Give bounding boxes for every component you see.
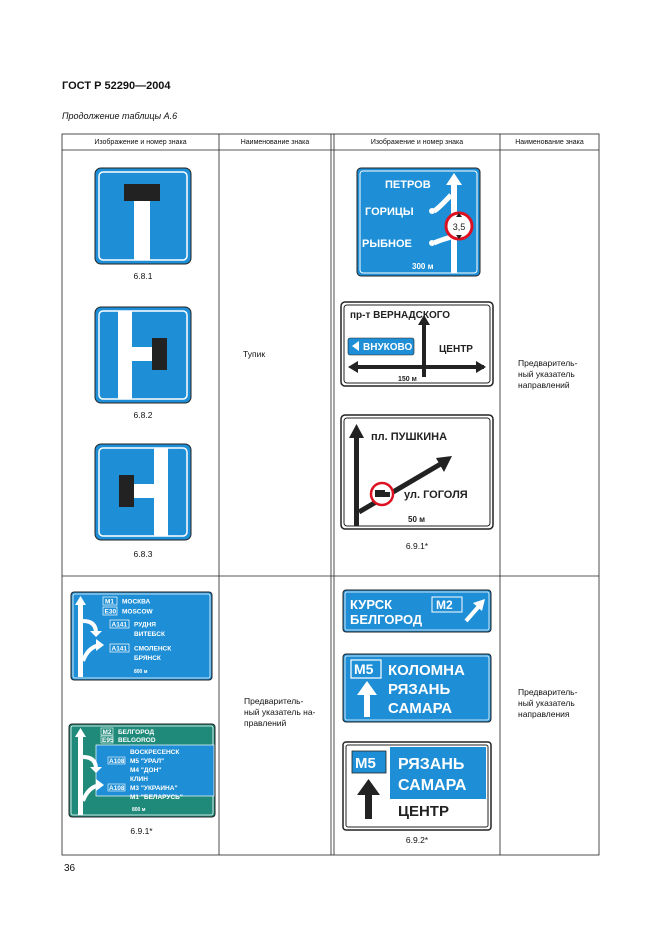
sign-name-preliminary-direction: Предваритель- ный указатель направления: [518, 687, 578, 719]
sign-belgorod-green: М2 БЕЛГОРОД Е95 BELGOROD ВОСКРЕСЕНСК А10…: [68, 723, 216, 818]
distance-label: 800 м: [134, 669, 148, 675]
ryazan-label: РЯЗАНЬ: [388, 681, 450, 698]
ukraina-label: М3 "УКРАИНА": [130, 785, 178, 792]
column-header-name-2: Наименование знака: [515, 139, 584, 146]
height-limit-label: 3,5: [453, 222, 466, 232]
sign-petrov: 3,5 ПЕТРОВ ГОРИЦЫ РЫБНОЕ 300 м: [356, 167, 481, 277]
sign-number-6-8-1: 6.8.1: [133, 271, 153, 281]
sign-number-6-8-2: 6.8.2: [133, 410, 153, 420]
sign-6-8-2: [94, 306, 192, 404]
belgorod-label: БЕЛГОРОД: [350, 612, 423, 627]
samara-label: САМАРА: [398, 777, 467, 794]
badge: М2: [436, 598, 453, 612]
centr-label: ЦЕНТР: [439, 344, 473, 355]
sign-ryazan: М5 РЯЗАНЬ САМАРА ЦЕНТР: [342, 741, 492, 831]
sign-number-6-9-1-r2: 6.9.1*: [130, 826, 153, 836]
column-header-image-1: Изображение и номер знака: [94, 139, 187, 146]
rudnya-label: РУДНЯ: [134, 622, 156, 629]
sign-moskva: М1 МОСКВА Е30 MOSCOW А141 РУДНЯ ВИТЕБСК …: [70, 591, 213, 681]
kolomna-label: КОЛОМНА: [388, 662, 465, 679]
centr-label: ЦЕНТР: [398, 803, 449, 820]
klin-label: КЛИН: [130, 776, 148, 783]
badge: А108: [109, 758, 125, 765]
samara-label: САМАРА: [388, 700, 452, 717]
bryansk-label: БРЯНСК: [134, 655, 161, 662]
document-header: ГОСТ Р 52290—2004: [62, 80, 171, 92]
sign-kursk: КУРСК БЕЛГОРОД М2: [342, 589, 492, 633]
badge: А141: [112, 622, 128, 629]
ural-label: М5 "УРАЛ": [130, 758, 164, 765]
petrov-label: ПЕТРОВ: [385, 179, 431, 191]
don-label: М4 "ДОН": [130, 767, 161, 774]
vitebsk-label: ВИТЕБСК: [134, 631, 165, 638]
distance-label: 150 м: [398, 376, 417, 383]
gogolya-label: ул. ГОГОЛЯ: [404, 489, 468, 501]
sign-kolomna: М5 КОЛОМНА РЯЗАНЬ САМАРА: [342, 653, 492, 723]
badge: А108: [109, 785, 125, 792]
sign-number-6-9-2: 6.9.2*: [405, 835, 429, 845]
belgorod-label: БЕЛГОРОД: [118, 729, 154, 736]
sign-number-6-9-1-r1: 6.9.1*: [405, 541, 429, 551]
rybnoe-label: РЫБНОЕ: [362, 238, 412, 250]
pushkina-label: пл. ПУШКИНА: [371, 431, 447, 443]
belarus-label: М1 "БЕЛАРУСЬ": [130, 794, 183, 801]
ryazan-label: РЯЗАНЬ: [398, 756, 464, 773]
goritsy-label: ГОРИЦЫ: [365, 206, 414, 218]
column-header-name-1: Наименование знака: [240, 139, 310, 146]
vernadsky-label: пр-т ВЕРНАДСКОГО: [350, 310, 450, 321]
page-number: 36: [64, 863, 76, 874]
voskresensk-label: ВОСКРЕСЕНСК: [130, 749, 179, 756]
sign-name-dead-end: Тупик: [243, 349, 266, 359]
kursk-label: КУРСК: [350, 597, 392, 612]
sign-6-8-1: [94, 167, 192, 265]
sign-vernadsky: пр-т ВЕРНАДСКОГО ВНУКОВО ЦЕНТР 150 м: [340, 301, 494, 387]
distance-label: 50 м: [408, 515, 425, 524]
distance-label: 800 м: [132, 807, 146, 813]
badge: М1: [105, 599, 114, 606]
sign-pushkina: пл. ПУШКИНА ул. ГОГОЛЯ 50 м: [340, 414, 494, 530]
table-caption: Продолжение таблицы А.6: [62, 111, 178, 121]
sign-number-6-8-3: 6.8.3: [133, 549, 153, 559]
badge: Е95: [102, 737, 114, 744]
distance-label: 300 м: [412, 262, 434, 271]
belgorod-latin-label: BELGOROD: [118, 737, 156, 744]
smolensk-label: СМОЛЕНСК: [134, 646, 171, 653]
moscow-label: MOSCOW: [122, 609, 154, 616]
sign-name-preliminary-directions-2: Предваритель- ный указатель на- правлени…: [244, 696, 316, 728]
badge: М5: [355, 755, 376, 772]
badge: М2: [103, 729, 112, 736]
badge: М5: [354, 661, 374, 677]
sign-name-preliminary-directions-1: Предваритель- ный указатель направлений: [518, 358, 578, 390]
badge: Е30: [105, 609, 117, 616]
moskva-label: МОСКВА: [122, 599, 151, 606]
vnukovo-label: ВНУКОВО: [363, 342, 413, 353]
badge: А141: [112, 646, 128, 653]
column-header-image-2: Изображение и номер знака: [370, 139, 464, 146]
sign-6-8-3: [94, 443, 192, 541]
